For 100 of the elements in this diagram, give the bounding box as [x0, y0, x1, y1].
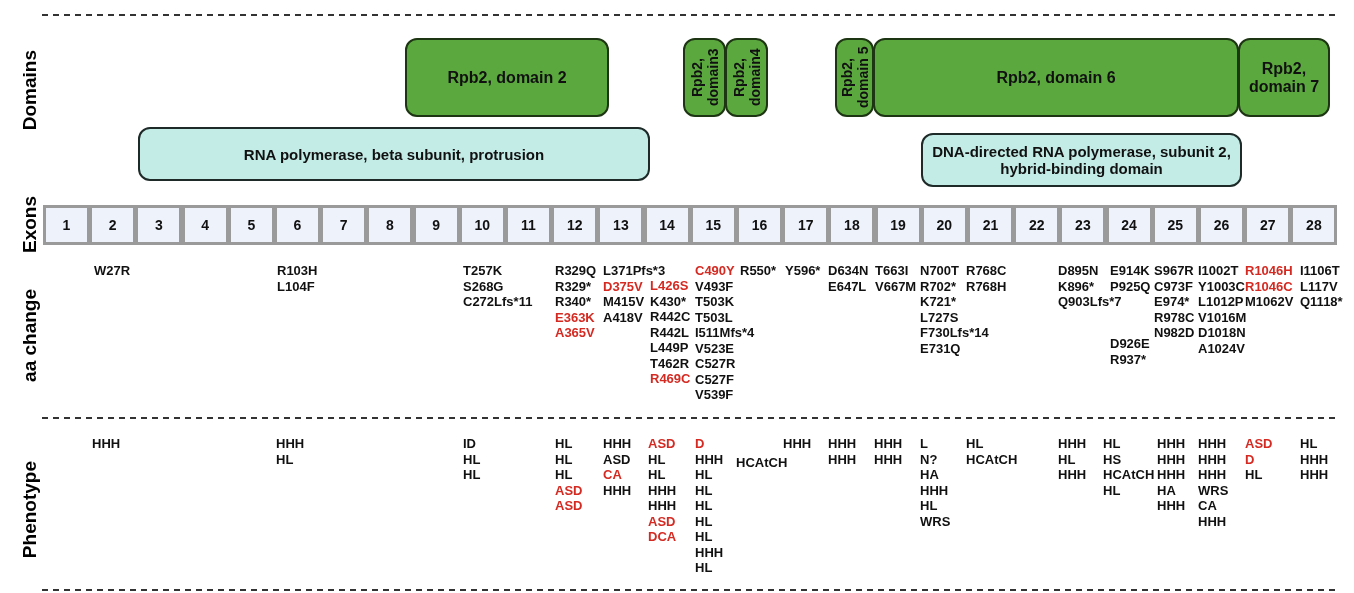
mutation-label: R103H [277, 263, 318, 278]
phenotype-label: HHH [1198, 467, 1227, 482]
phenotype-label: DCA [648, 529, 677, 544]
row-header: Domains [19, 49, 41, 131]
phenotype-label: HL [695, 529, 713, 544]
phenotype-label: L [920, 436, 928, 451]
mutation-label: A365V [555, 325, 595, 340]
mutation-label: L1012P [1198, 294, 1244, 309]
exon-box: 21 [967, 205, 1014, 245]
exon-box: 25 [1151, 205, 1199, 245]
mutation-label: D375V [603, 278, 643, 294]
exon-box: 28 [1290, 205, 1338, 245]
phenotype-label: HL [920, 498, 938, 513]
mutation-label: M1062V [1245, 294, 1294, 309]
phenotype-label: HHH [603, 482, 632, 498]
mutation-label: L426S [650, 278, 689, 293]
mutation-label: V493F [695, 278, 734, 294]
phenotype-label: HHH [1058, 467, 1087, 482]
phenotype-label: HL [1245, 467, 1263, 482]
mutation-label: D634N [828, 263, 869, 278]
mutation-label: E363K [555, 309, 595, 325]
phenotype-label: HL [1103, 436, 1121, 451]
mutation-label: R442C [650, 309, 691, 324]
mutation-label: L371Pfs*3 [603, 263, 666, 278]
mutation-label: E731Q [920, 340, 961, 356]
phenotype-label: HA [1157, 482, 1176, 498]
mutation-label: Q1118* [1300, 294, 1343, 309]
phenotype-label: HHH [874, 451, 903, 467]
phenotype-label: CA [1198, 498, 1217, 513]
mutation-label: E974* [1154, 294, 1190, 309]
phenotype-label: CA [603, 467, 622, 482]
mutation-label: T503K [695, 294, 735, 309]
exon-box: 4 [181, 205, 229, 245]
phenotype-label: D [695, 436, 705, 451]
phenotype-label: HHH [1300, 451, 1329, 467]
exon-box: 14 [643, 205, 691, 245]
exon-box: 3 [135, 205, 183, 245]
domain-box: Rpb2, domain3 [683, 38, 726, 117]
mutation-label: N700T [920, 263, 960, 278]
exon-box: 8 [366, 205, 414, 245]
mutation-label: I511Mfs*4 [695, 325, 755, 340]
mutation-label: V523E [695, 340, 735, 356]
mutation-label: R1046H [1245, 263, 1293, 278]
phenotype-label: HHH [1157, 498, 1186, 513]
mutation-label: R768H [966, 278, 1007, 294]
mutation-label: L104F [277, 278, 315, 294]
exon-box: 15 [689, 205, 737, 245]
phenotype-label: HL [555, 467, 573, 482]
mutation-label: I1106T [1300, 263, 1340, 278]
exon-box: 23 [1059, 205, 1107, 245]
phenotype-label: HL [648, 451, 666, 467]
mutation-label: W27R [94, 263, 131, 278]
phenotype-label: HHH [783, 436, 812, 451]
phenotype-label: HHH [648, 498, 677, 513]
phenotype-label: HCAtCH [736, 455, 788, 470]
mutation-label: I1002T [1198, 263, 1239, 278]
mutation-label: V667M [875, 278, 917, 294]
phenotype-label: ASD [603, 451, 631, 467]
exon-box: 19 [874, 205, 922, 245]
phenotype-label: HCAtCH [966, 451, 1018, 467]
row-header: Phenotype [19, 461, 41, 559]
mutation-label: E647L [828, 278, 867, 294]
phenotype-label: HL [695, 482, 713, 498]
mutation-label: K896* [1058, 278, 1095, 294]
phenotype-label: ASD [1245, 436, 1273, 451]
mutation-label: T257K [463, 263, 503, 278]
phenotype-label: HL [695, 498, 713, 513]
exon-box: 24 [1105, 205, 1153, 245]
mutation-label: F730Lfs*14 [920, 325, 989, 340]
mutation-label: K721* [920, 294, 957, 309]
domain-box: Rpb2, domain 6 [873, 38, 1239, 117]
exon-box: 10 [458, 205, 506, 245]
phenotype-label: HL [1058, 451, 1076, 467]
mutation-label: T503L [695, 309, 733, 325]
phenotype-label: HHH [1198, 513, 1227, 529]
phenotype-label: HCAtCH [1103, 467, 1155, 482]
exon-box: 11 [505, 205, 552, 245]
mutation-label: S268G [463, 278, 504, 294]
mutation-label: C272Lfs*11 [463, 294, 533, 309]
mutation-label: D926E [1110, 336, 1150, 351]
phenotype-label: HL [695, 467, 713, 482]
domain-box: RNA polymerase, beta subunit, protrusion [138, 127, 650, 181]
mutation-label: A1024V [1198, 340, 1245, 356]
exon-box: 1 [43, 205, 90, 245]
phenotype-label: HHH [92, 436, 121, 451]
phenotype-label: HHH [1300, 467, 1329, 482]
mutation-label: R550* [740, 263, 777, 278]
phenotype-label: HHH [603, 436, 632, 451]
phenotype-label: HHH [276, 436, 305, 451]
mutation-label: L727S [920, 309, 959, 325]
phenotype-label: HL [1103, 482, 1121, 498]
mutation-label: R329* [555, 278, 592, 294]
phenotype-label: ASD [648, 436, 676, 451]
phenotype-label: HHH [1157, 467, 1186, 482]
exon-box: 13 [597, 205, 645, 245]
mutation-label: D895N [1058, 263, 1099, 278]
domain-box: Rpb2, domain 2 [405, 38, 609, 117]
mutation-label: D1018N [1198, 325, 1246, 340]
mutation-label: T462R [650, 355, 690, 371]
exon-box: 18 [828, 205, 876, 245]
